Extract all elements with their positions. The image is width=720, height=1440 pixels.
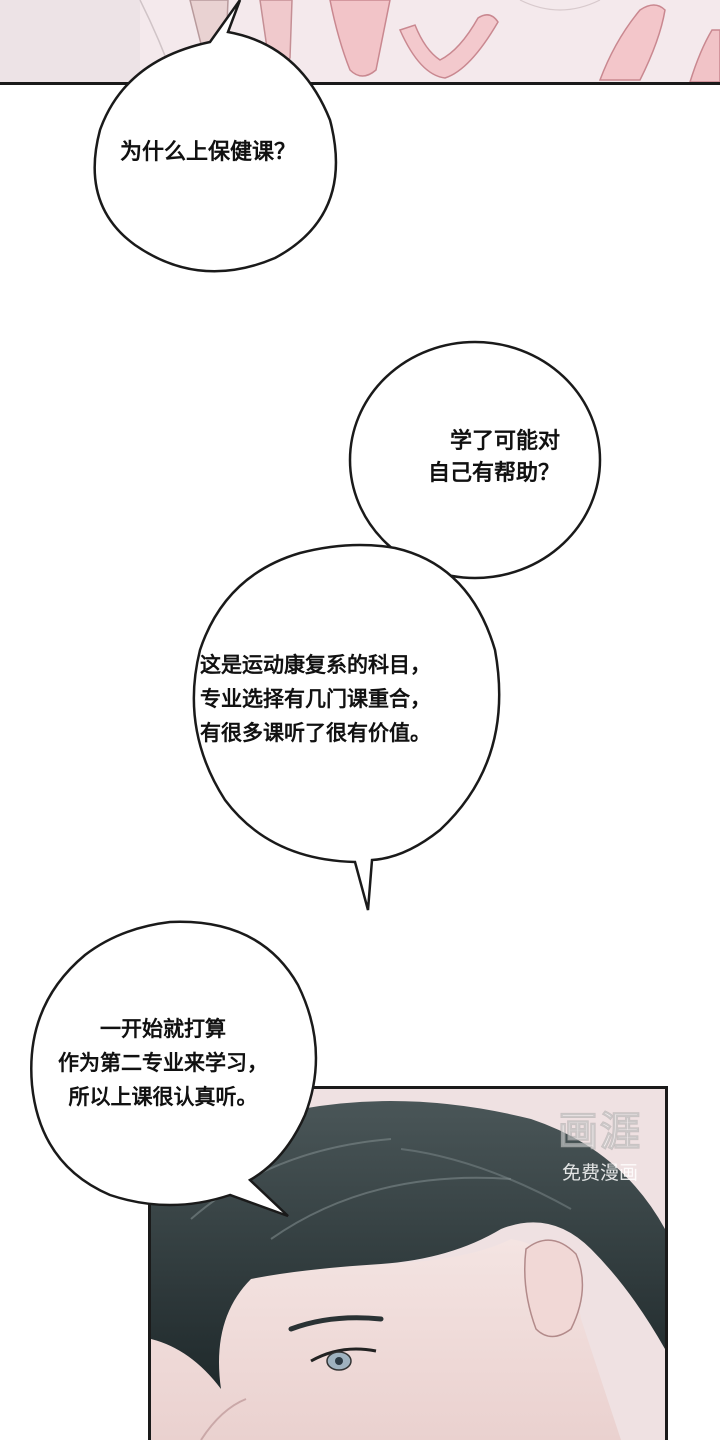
speech-bubble-4-text: 一开始就打算 作为第二专业来学习， 所以上课很认真听。 bbox=[58, 1017, 268, 1109]
speech-bubble-1-text: 为什么上保健课？ bbox=[120, 140, 297, 165]
speech-bubble-2-text: 学了可能对 自己有帮助？ bbox=[427, 429, 560, 486]
watermark-subtitle: 免费漫画 bbox=[561, 1162, 638, 1184]
top-panel-hands-illustration bbox=[0, 0, 720, 85]
bottom-panel-face-illustration bbox=[148, 1086, 668, 1440]
watermark-logo: 画涯 bbox=[558, 1109, 642, 1156]
speech-bubble-3-text: 这是运动康复系的科目， 专业选择有几门课重合， 有很多课听了很有价值。 bbox=[200, 653, 431, 745]
watermark: 画涯 免费漫画 bbox=[538, 1104, 662, 1200]
